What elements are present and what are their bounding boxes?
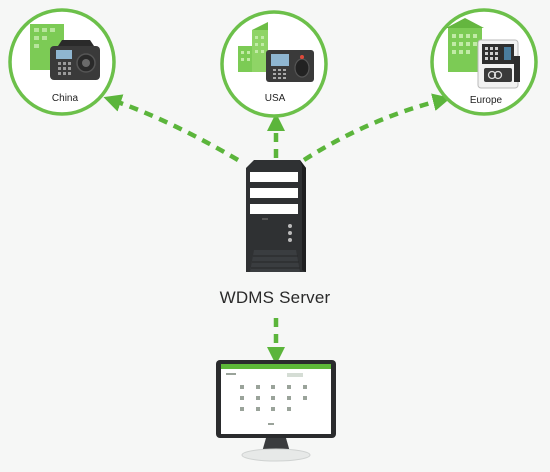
fingerprint-terminal-icon <box>266 50 314 82</box>
server-label: WDMS Server <box>219 288 331 307</box>
desktop-monitor-icon <box>216 360 336 462</box>
location-node-europe <box>430 8 538 116</box>
app-screen-contents <box>226 373 307 425</box>
access-control-terminal-icon <box>477 39 520 89</box>
location-label-usa: USA <box>264 93 286 104</box>
connector-china <box>103 94 240 162</box>
tower-server-icon <box>246 160 306 272</box>
app-top-bar <box>221 364 331 369</box>
location-node-usa <box>220 10 328 118</box>
building-icon <box>238 22 268 72</box>
building-icon <box>446 18 484 72</box>
connector-europe <box>302 93 451 162</box>
location-label-europe: Europe <box>469 95 503 106</box>
location-node-china <box>8 8 116 116</box>
location-label-china: China <box>51 93 79 104</box>
time-clock-terminal-icon <box>50 40 100 80</box>
